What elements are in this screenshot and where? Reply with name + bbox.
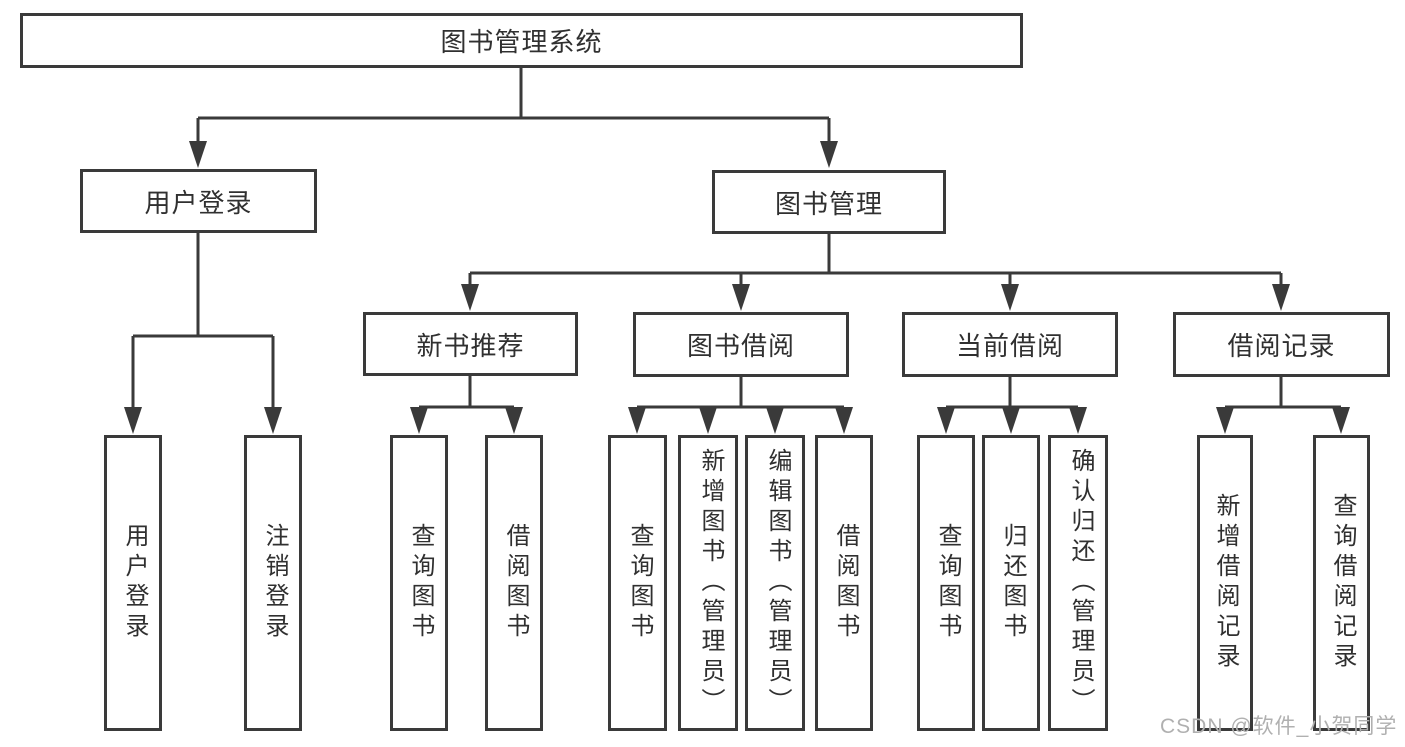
leaf-current-confirm-return-admin: 确认归还（管理员） — [1048, 435, 1108, 731]
leaf-borrow-borrow-books: 借阅图书 — [815, 435, 873, 731]
leaf-current-query-books: 查询图书 — [917, 435, 975, 731]
leaf-logout: 注销登录 — [244, 435, 302, 731]
node-user-login: 用户登录 — [80, 169, 317, 233]
leaf-borrow-add-books-admin: 新增图书（管理员） — [678, 435, 738, 731]
node-current-borrow: 当前借阅 — [902, 312, 1118, 377]
leaf-records-query-record: 查询借阅记录 — [1313, 435, 1370, 731]
leaf-current-return-books: 归还图书 — [982, 435, 1040, 731]
node-book-borrow: 图书借阅 — [633, 312, 849, 377]
leaf-borrow-edit-books-admin: 编辑图书（管理员） — [745, 435, 805, 731]
leaf-borrow-query-books: 查询图书 — [608, 435, 667, 731]
leaf-records-add-record: 新增借阅记录 — [1197, 435, 1253, 731]
node-book-management: 图书管理 — [712, 170, 946, 234]
node-borrow-records: 借阅记录 — [1173, 312, 1390, 377]
csdn-watermark: CSDN @软件_小贺同学 — [1160, 715, 1398, 738]
leaf-recommend-query-books: 查询图书 — [390, 435, 448, 731]
leaf-user-login: 用户登录 — [104, 435, 162, 731]
arrowhead-icons — [124, 141, 1350, 434]
node-system-root: 图书管理系统 — [20, 13, 1023, 68]
node-new-book-recommend: 新书推荐 — [363, 312, 578, 376]
leaf-recommend-borrow-books: 借阅图书 — [485, 435, 543, 731]
